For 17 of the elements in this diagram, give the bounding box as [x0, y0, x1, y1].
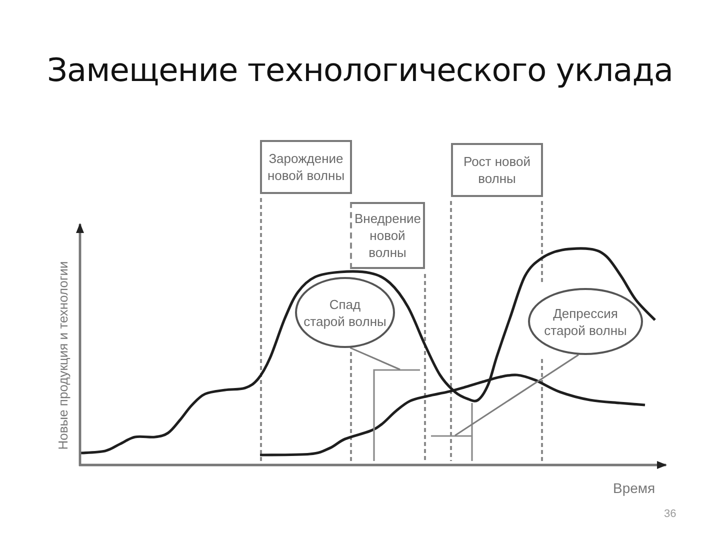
bracket	[373, 369, 420, 461]
stage-label: Спад старой волны	[302, 296, 388, 330]
axis-label: Время	[613, 480, 656, 496]
phase-label: Рост новой волны	[462, 153, 532, 187]
phase-box	[350, 202, 425, 269]
bracket	[430, 402, 473, 462]
phase-box	[451, 143, 543, 197]
page-number: 36	[664, 508, 676, 520]
phase-label: Зарождение новой волны	[266, 150, 346, 184]
stage-ellipse	[295, 277, 395, 348]
leader-line	[454, 354, 579, 436]
slide-title: Замещение технологического уклада	[47, 51, 673, 89]
phase-label: Внедрение новой волны	[354, 210, 420, 261]
leader-line	[350, 347, 400, 370]
axis-label: Новые продукция и технологии	[56, 260, 70, 452]
phase-box	[260, 140, 352, 194]
stage-label: Депрессия старой волны	[543, 304, 628, 338]
